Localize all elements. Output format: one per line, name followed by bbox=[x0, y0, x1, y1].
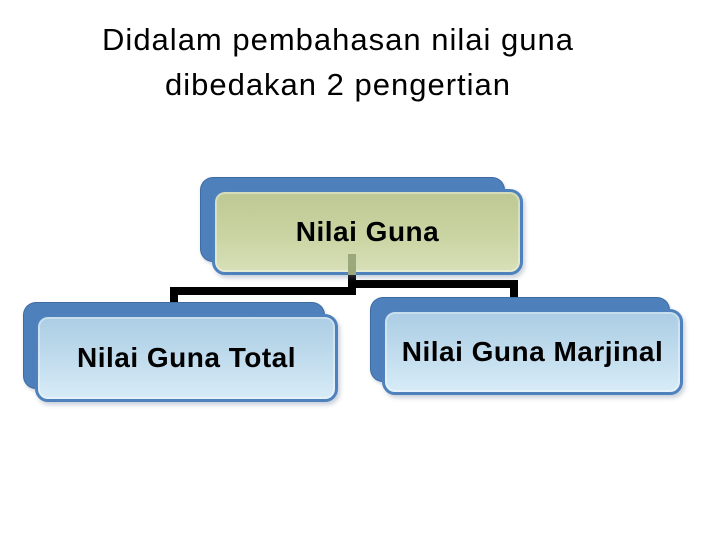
connector-stub-right bbox=[510, 280, 518, 298]
node-nilai-guna: Nilai Guna bbox=[212, 189, 523, 275]
node-nilai-guna-label: Nilai Guna bbox=[295, 216, 440, 247]
connector-show-through-tab bbox=[348, 254, 356, 275]
connector-horizontal-right bbox=[348, 280, 518, 288]
node-nilai-guna-marjinal-label: Nilai Guna Marjinal bbox=[401, 336, 664, 367]
node-nilai-guna-total-label: Nilai Guna Total bbox=[76, 342, 297, 373]
node-nilai-guna-marjinal: Nilai Guna Marjinal bbox=[382, 309, 683, 395]
slide-title: Didalam pembahasan nilai guna dibedakan … bbox=[0, 17, 676, 107]
node-nilai-guna-total: Nilai Guna Total bbox=[35, 314, 338, 402]
connector-horizontal-left bbox=[170, 287, 356, 295]
slide-title-line-1: Didalam pembahasan nilai guna bbox=[102, 22, 574, 57]
slide-title-line-2: dibedakan 2 pengertian bbox=[164, 67, 512, 102]
connector-stub-left bbox=[170, 287, 178, 303]
